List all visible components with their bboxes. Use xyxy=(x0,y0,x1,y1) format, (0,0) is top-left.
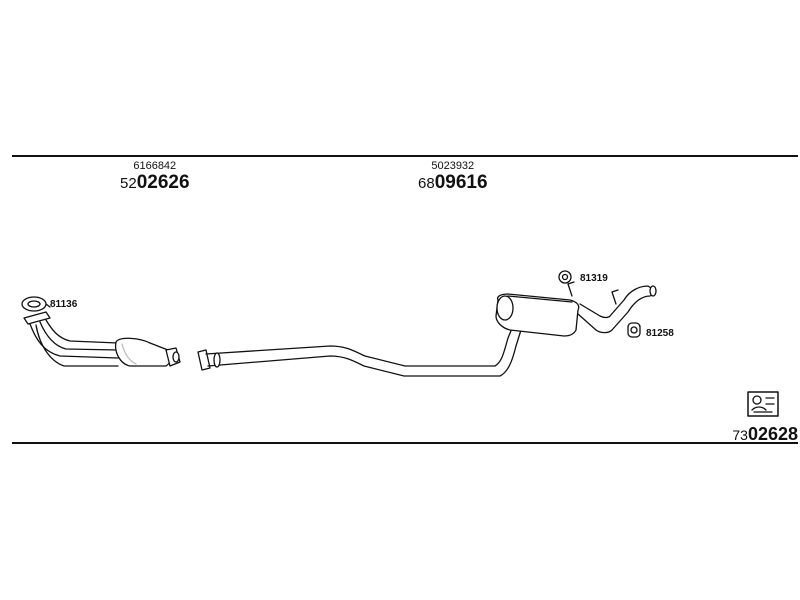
rear-silencer-drawing xyxy=(495,281,657,337)
gasket-icon xyxy=(21,296,51,312)
intermediate-pipe-drawing xyxy=(197,325,522,377)
front-pipe-part-label: 6166842 5202626 xyxy=(120,160,190,194)
clamp-label: 81258 xyxy=(646,328,674,339)
rear-silencer-part-label: 5023932 6809616 xyxy=(418,160,488,194)
front-pipe-oe-number: 6166842 xyxy=(133,160,177,172)
fitting-kit-icon xyxy=(747,391,779,417)
rubber-hanger-label: 81319 xyxy=(580,273,608,284)
rear-silencer-part-code: 6809616 xyxy=(418,172,488,193)
rear-silencer-oe-number: 5023932 xyxy=(431,160,475,172)
fitting-kit-code: 7302628 xyxy=(732,424,798,444)
front-pipe-drawing xyxy=(23,311,181,367)
gasket-label: 81136 xyxy=(50,299,78,310)
front-pipe-part-code: 5202626 xyxy=(120,172,190,193)
rubber-hanger-icon xyxy=(558,270,572,284)
top-divider-line xyxy=(12,155,798,157)
clamp-icon xyxy=(627,322,641,338)
bottom-divider-line xyxy=(12,442,798,444)
